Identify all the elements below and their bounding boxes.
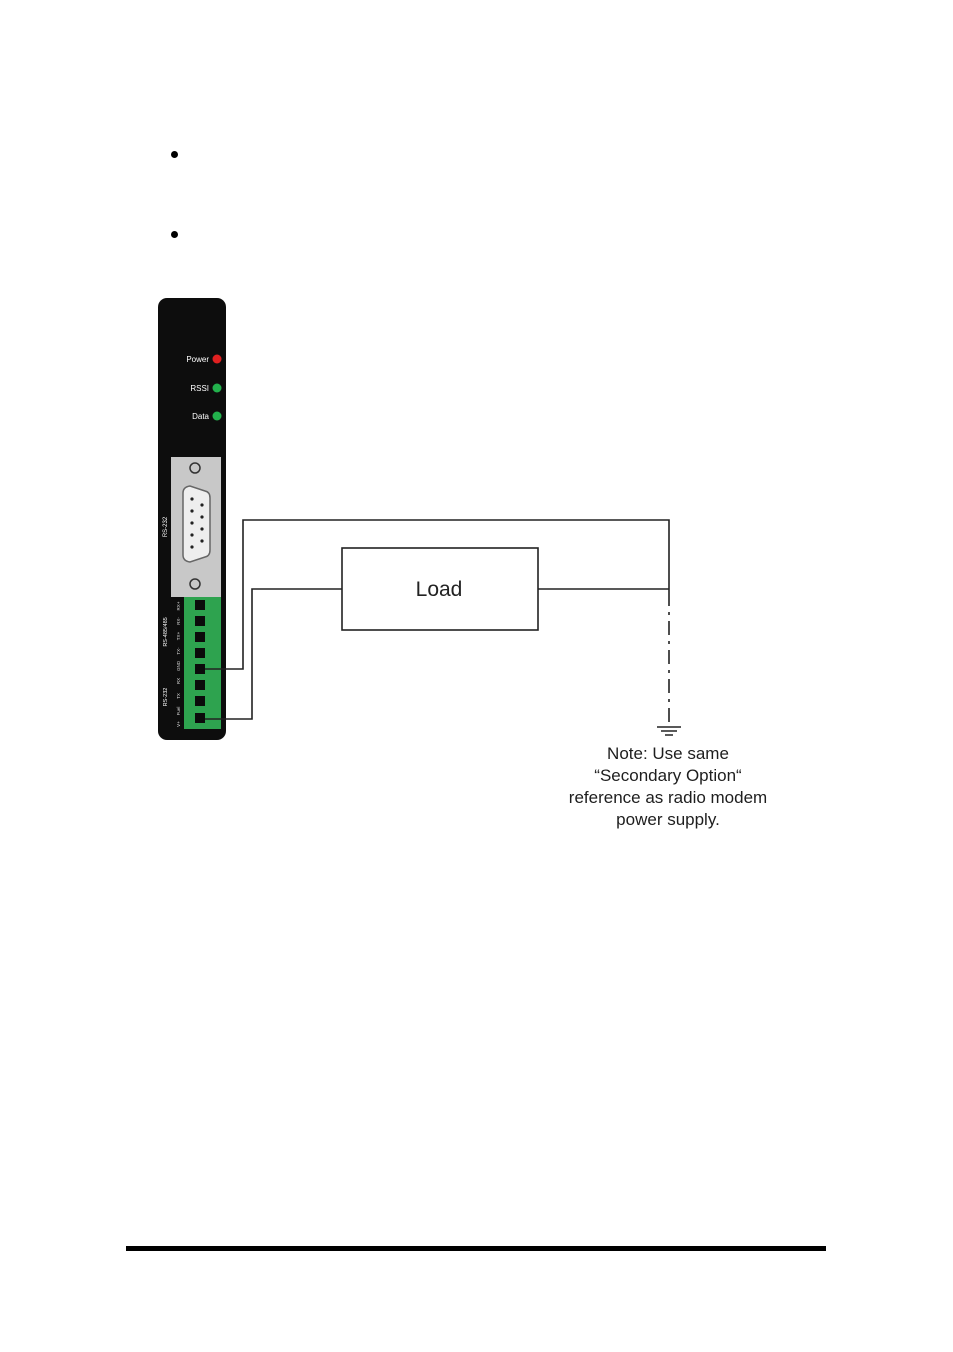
terminal-pin-label: Fuel: [176, 707, 181, 716]
note-line-2: “Secondary Option“: [594, 766, 742, 785]
note: Note: Use same “Secondary Option“ refere…: [569, 744, 767, 829]
db9-connector-shell: [183, 486, 210, 562]
led-data: Data: [192, 412, 221, 422]
note-line-1: Note: Use same: [607, 744, 729, 763]
serial-port: RS-232: [163, 457, 221, 597]
terminal-group-label-rs232: RS-232: [163, 688, 169, 707]
led-data-label: Data: [192, 412, 209, 421]
led-power: Power: [186, 355, 221, 365]
terminal-pin-label: TX: [176, 693, 181, 699]
terminal-pin-label: RX+: [176, 601, 181, 610]
led-data-indicator: [213, 412, 222, 421]
serial-port-label: RS-232: [163, 516, 169, 537]
led-rssi: RSSI: [190, 384, 221, 394]
terminal-pin-label: V+: [176, 721, 181, 727]
terminal-pin-label: RX: [176, 678, 181, 684]
terminal-group-label-rs485: RS-485/485: [163, 617, 169, 646]
terminal-pin-labels: RX+ RX- TX+ TX- GND RX TX Fuel V+: [176, 601, 181, 727]
led-rssi-indicator: [213, 384, 222, 393]
terminal-pin-label: TX-: [176, 647, 181, 655]
ground-symbol: [657, 727, 681, 735]
load-box: Load: [342, 548, 538, 630]
terminal-pin-label: TX+: [176, 631, 181, 640]
terminal-pin-label: RX-: [176, 617, 181, 625]
note-line-4: power supply.: [616, 810, 720, 829]
led-power-label: Power: [186, 355, 209, 364]
radio-modem-device: Power RSSI Data RS-232: [158, 298, 226, 740]
note-line-3: reference as radio modem: [569, 788, 767, 807]
led-rssi-label: RSSI: [190, 384, 209, 393]
led-power-indicator: [213, 355, 222, 364]
load-box-label: Load: [416, 578, 463, 601]
terminal-pin-label: GND: [176, 660, 181, 671]
footer-rule: [126, 1246, 826, 1251]
